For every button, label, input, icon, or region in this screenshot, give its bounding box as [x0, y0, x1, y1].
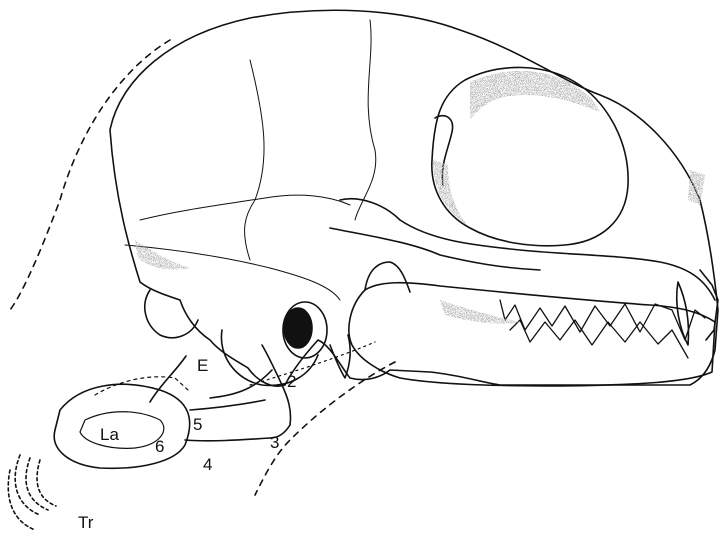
hyoid-bone-4 [185, 438, 270, 441]
sagittal-suture [355, 20, 376, 220]
coronoid-process [365, 262, 410, 292]
label-hyoid-4: 4 [203, 455, 212, 474]
auditory-meatus [284, 308, 312, 348]
larynx-inner [80, 412, 164, 449]
trachea-ring-3 [37, 460, 56, 506]
zygomatic-arch [340, 199, 715, 300]
stipple-shading [135, 71, 705, 324]
label-larynx: La [100, 425, 119, 444]
epiglottis [150, 356, 186, 402]
coronal-suture [245, 60, 265, 260]
label-hyoid-5: 5 [193, 415, 202, 434]
neck-outline-lower-dashed [255, 362, 395, 495]
label-hyoid-2: 2 [287, 372, 296, 391]
label-hyoid-6: 6 [155, 437, 164, 456]
lower-teeth [510, 320, 688, 358]
hyoid-bone-stylo [210, 370, 272, 398]
hyoid-bone-5 [190, 400, 265, 410]
larynx [54, 384, 189, 468]
mastoid-process [330, 335, 350, 378]
label-hyoid-3: 3 [270, 433, 279, 452]
trachea-ring-4 [8, 470, 35, 530]
neck-outline-dashed [10, 40, 170, 310]
label-trachea: Tr [78, 513, 94, 532]
label-epiglottis: E [197, 356, 208, 375]
lambdoid-suture [140, 195, 350, 220]
